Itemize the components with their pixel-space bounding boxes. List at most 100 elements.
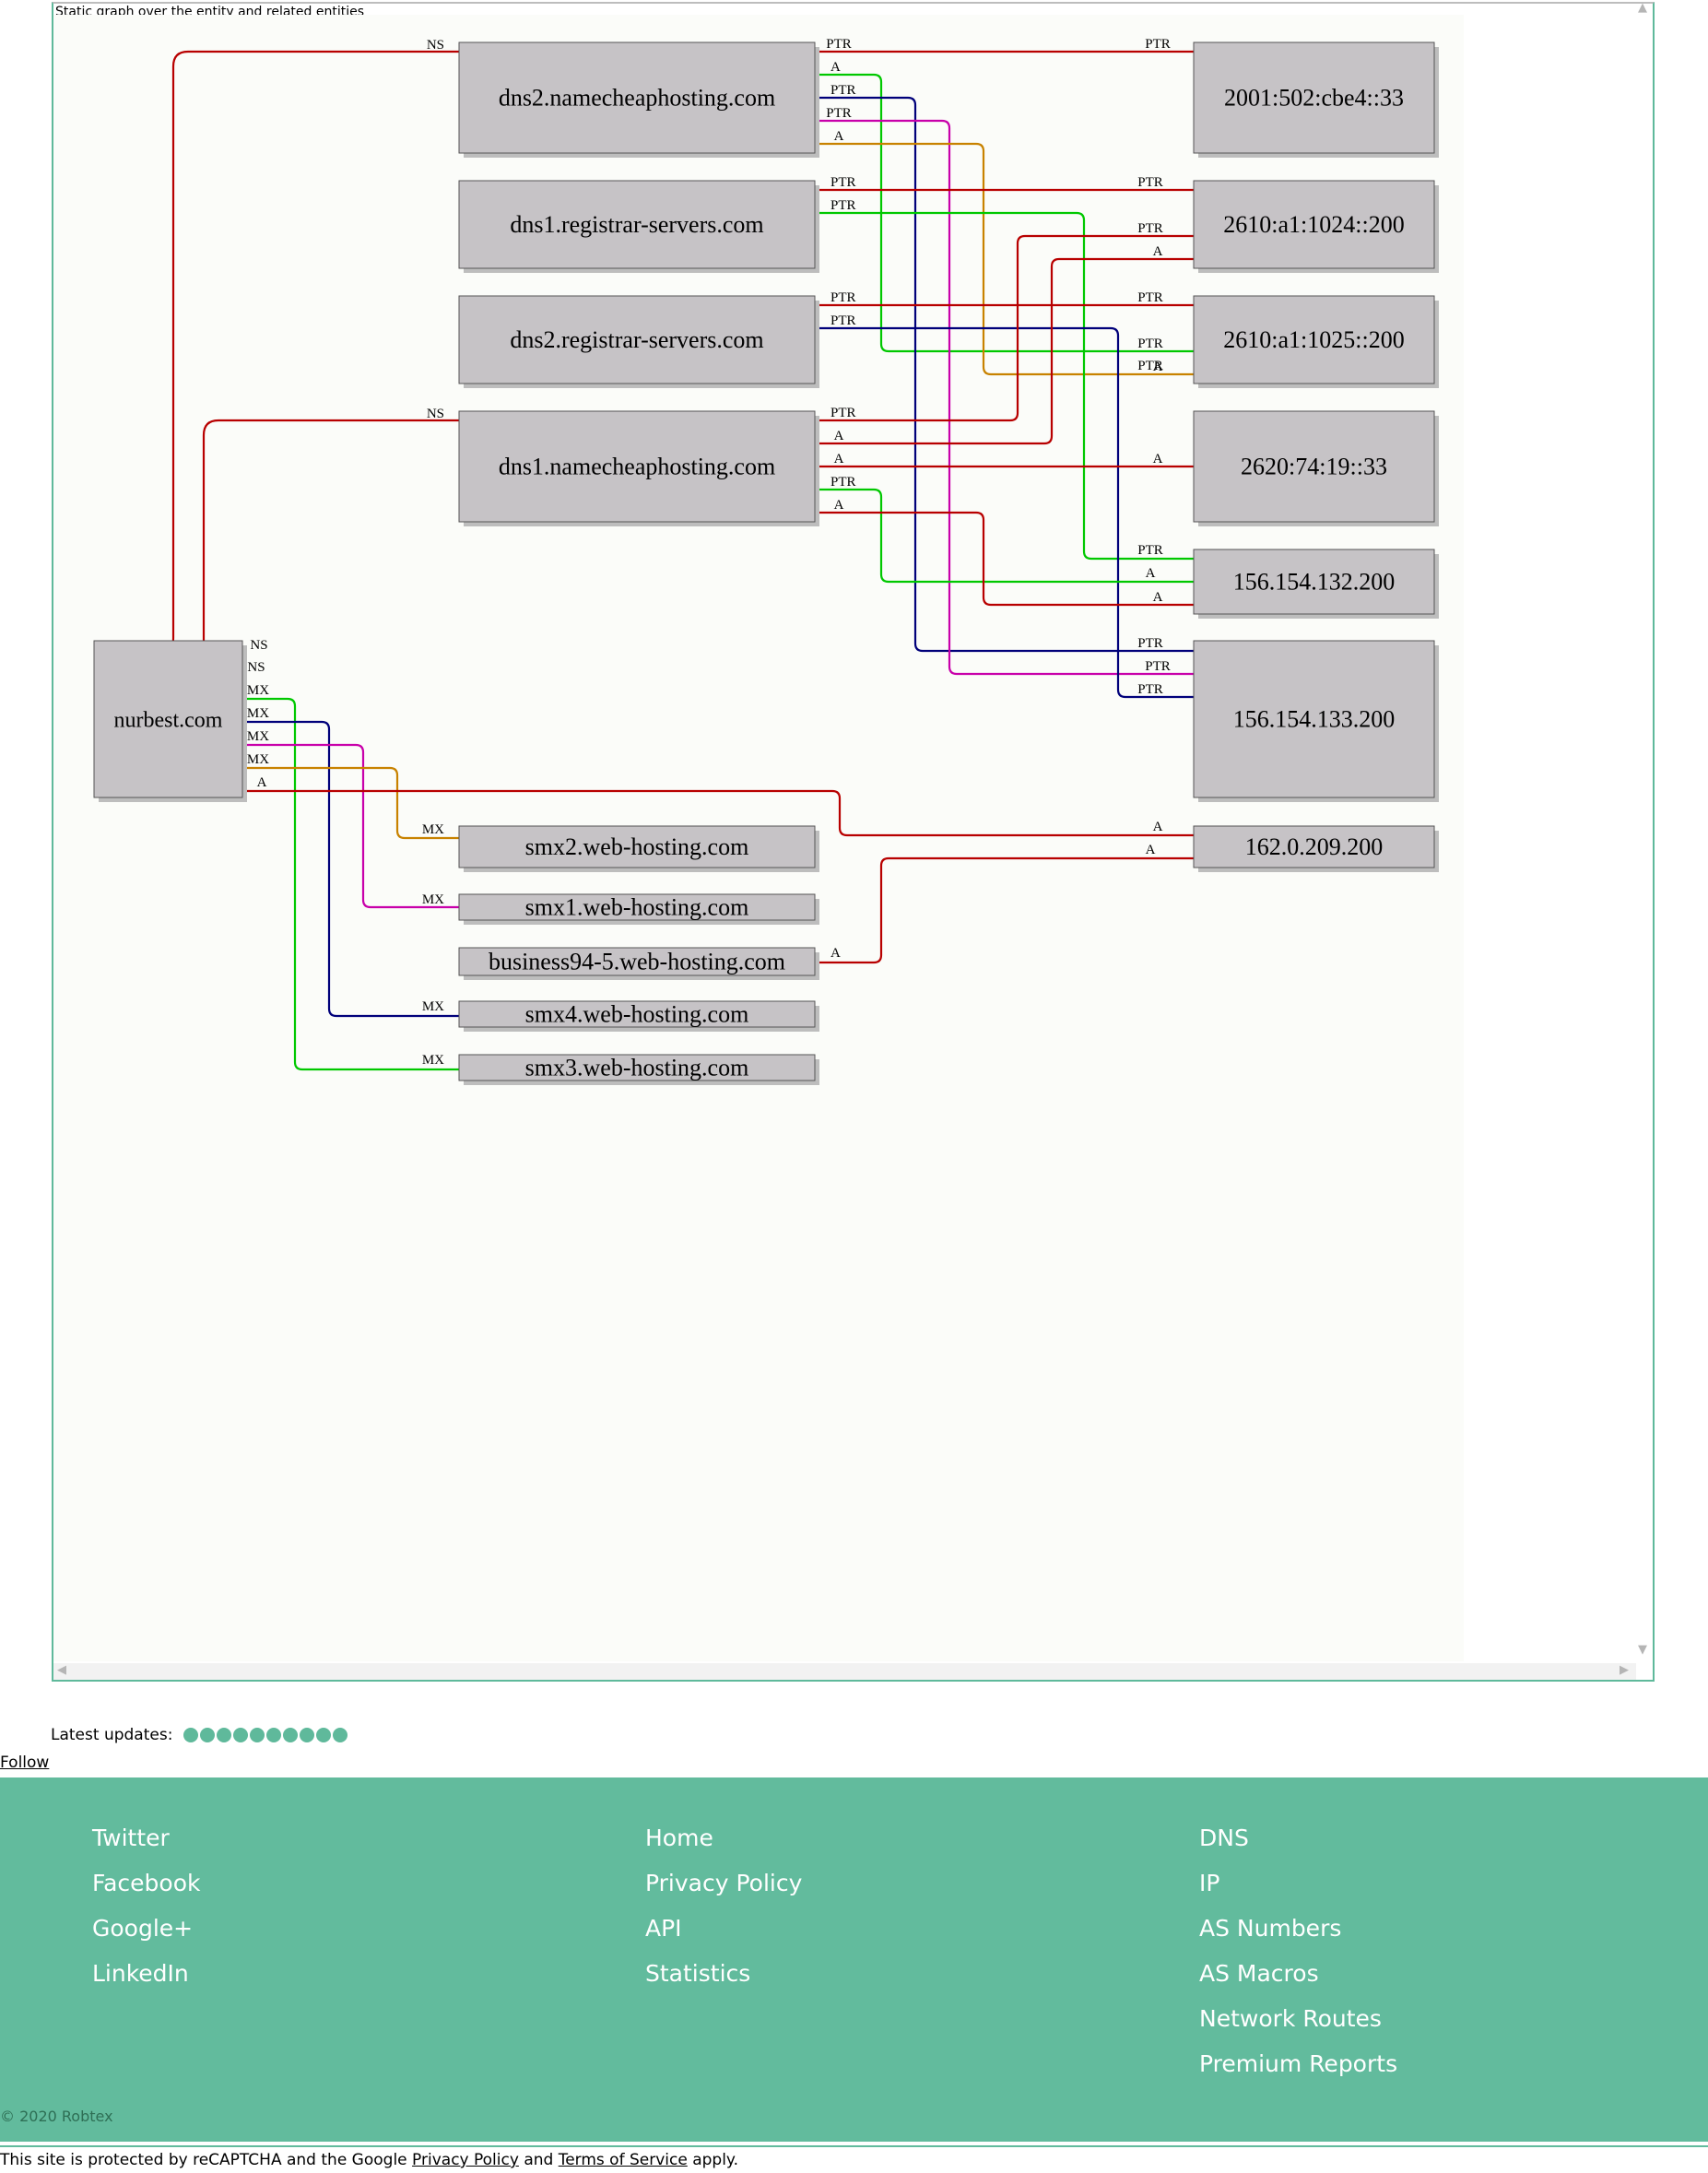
graph-node-biz94[interactable]: business94-5.web-hosting.com (458, 947, 819, 980)
footer-link-statistics[interactable]: Statistics (645, 1960, 751, 1987)
graph-node-smx1[interactable]: smx1.web-hosting.com (458, 893, 819, 925)
edge-label: PTR (1145, 37, 1171, 52)
node-label: dns1.registrar-servers.com (510, 211, 763, 238)
graph-node-ip2[interactable]: 2610:a1:1024::200 (1193, 180, 1439, 273)
footer-divider (0, 2145, 1708, 2147)
edge-label: PTR (830, 175, 856, 190)
scroll-up-icon[interactable]: ▲ (1638, 2, 1647, 15)
edge-label: A (1153, 452, 1163, 466)
update-dot[interactable] (183, 1728, 198, 1742)
horizontal-scrollbar[interactable] (53, 1663, 1636, 1680)
node-label: business94-5.web-hosting.com (489, 949, 785, 975)
edge-label: A (834, 498, 844, 513)
privacy-policy-link[interactable]: Privacy Policy (412, 2151, 519, 2169)
terms-link[interactable]: Terms of Service (558, 2151, 688, 2169)
graph-edge (815, 234, 1194, 422)
recaptcha-text: This site is protected by reCAPTCHA and … (0, 2151, 407, 2169)
footer-link-facebook[interactable]: Facebook (92, 1870, 201, 1896)
graph-node-dns1nc[interactable]: dns1.namecheaphosting.com (458, 410, 819, 526)
scroll-left-icon[interactable]: ◀ (57, 1663, 66, 1677)
edge-label: NS (427, 407, 444, 421)
edge-label: A (1146, 843, 1156, 857)
graph-node-smx3[interactable]: smx3.web-hosting.com (458, 1054, 819, 1085)
graph-nodes: dns2.namecheaphosting.com dns1.registrar-… (93, 41, 1439, 1085)
graph-node-dns2rs[interactable]: dns2.registrar-servers.com (458, 295, 819, 388)
edge-label: A (1153, 360, 1163, 374)
node-box (1193, 640, 1435, 798)
footer-link-as-numbers[interactable]: AS Numbers (1199, 1915, 1342, 1942)
scroll-down-icon[interactable]: ▼ (1638, 1643, 1647, 1657)
update-dot[interactable] (265, 1728, 281, 1742)
edge-label: MX (247, 706, 269, 721)
footer-link-dns[interactable]: DNS (1199, 1825, 1249, 1851)
footer-link-google[interactable]: Google+ (92, 1915, 194, 1942)
edge-label: A (834, 129, 844, 144)
node-box (458, 1054, 816, 1081)
recaptcha-notice: This site is protected by reCAPTCHA and … (0, 2151, 738, 2169)
node-box (458, 180, 816, 269)
update-dot[interactable] (299, 1728, 314, 1742)
footer-link-as-macros[interactable]: AS Macros (1199, 1960, 1319, 1987)
footer-link-privacy-policy[interactable]: Privacy Policy (645, 1870, 803, 1896)
node-box (1193, 41, 1435, 154)
recaptcha-apply: apply. (692, 2151, 738, 2169)
node-box (458, 825, 816, 868)
graph-node-smx4[interactable]: smx4.web-hosting.com (458, 1000, 819, 1032)
edge-label: MX (247, 683, 269, 698)
edge-label: NS (247, 660, 265, 675)
node-label: 2001:502:cbe4::33 (1224, 85, 1404, 112)
graph-node-ip7[interactable]: 162.0.209.200 (1193, 825, 1439, 872)
graph-node-dns2nc[interactable]: dns2.namecheaphosting.com (458, 41, 819, 158)
update-dot[interactable] (216, 1728, 231, 1742)
update-dot[interactable] (232, 1728, 248, 1742)
graph-edge (242, 766, 459, 840)
update-dot[interactable] (332, 1728, 347, 1742)
graph-edge (815, 856, 1194, 964)
edge-label: NS (427, 38, 444, 53)
edge-label: PTR (830, 475, 856, 490)
node-label: 2610:a1:1024::200 (1223, 211, 1404, 238)
edge-label: MX (422, 892, 444, 907)
edge-label: NS (250, 638, 267, 653)
node-box (1193, 549, 1435, 615)
edge-label: PTR (826, 37, 852, 52)
graph-node-ip3[interactable]: 2610:a1:1025::200 (1193, 295, 1439, 388)
graph-edge (242, 697, 459, 1071)
update-dot[interactable] (199, 1728, 215, 1742)
footer-link-api[interactable]: API (645, 1915, 682, 1942)
edge-label: PTR (826, 106, 852, 121)
footer-link-network-routes[interactable]: Network Routes (1199, 2005, 1382, 2032)
graph-node-ip6[interactable]: 156.154.133.200 (1193, 640, 1439, 802)
graph-edge (815, 211, 1194, 561)
follow-link[interactable]: Follow (0, 1754, 50, 1772)
footer-link-premium-reports[interactable]: Premium Reports (1199, 2050, 1398, 2077)
graph-node-smx2[interactable]: smx2.web-hosting.com (458, 825, 819, 872)
graph-node-ip4[interactable]: 2620:74:19::33 (1193, 410, 1439, 526)
update-dot[interactable] (315, 1728, 331, 1742)
graph-edge (815, 119, 1194, 676)
update-dot[interactable] (282, 1728, 298, 1742)
footer-link-ip[interactable]: IP (1199, 1870, 1220, 1896)
node-box (1193, 295, 1435, 384)
footer-link-linkedin[interactable]: LinkedIn (92, 1960, 189, 1987)
latest-updates: Latest updates: (51, 1726, 349, 1744)
scroll-right-icon[interactable]: ▶ (1620, 1663, 1629, 1677)
node-label: 162.0.209.200 (1245, 833, 1384, 860)
graph-node-ip5[interactable]: 156.154.132.200 (1193, 549, 1439, 619)
graph-edge (242, 789, 1194, 837)
node-label: 2620:74:19::33 (1241, 454, 1387, 480)
edge-label: A (830, 60, 841, 75)
graph-node-dns1rs[interactable]: dns1.registrar-servers.com (458, 180, 819, 273)
node-box (458, 295, 816, 384)
footer-link-home[interactable]: Home (645, 1825, 713, 1851)
node-box (458, 1000, 816, 1028)
graph-node-ip1[interactable]: 2001:502:cbe4::33 (1193, 41, 1439, 158)
graph-edge (815, 142, 1194, 376)
update-dot[interactable] (249, 1728, 265, 1742)
graph-node-center[interactable]: nurbest.com (93, 640, 247, 802)
footer-link-twitter[interactable]: Twitter (92, 1825, 170, 1851)
